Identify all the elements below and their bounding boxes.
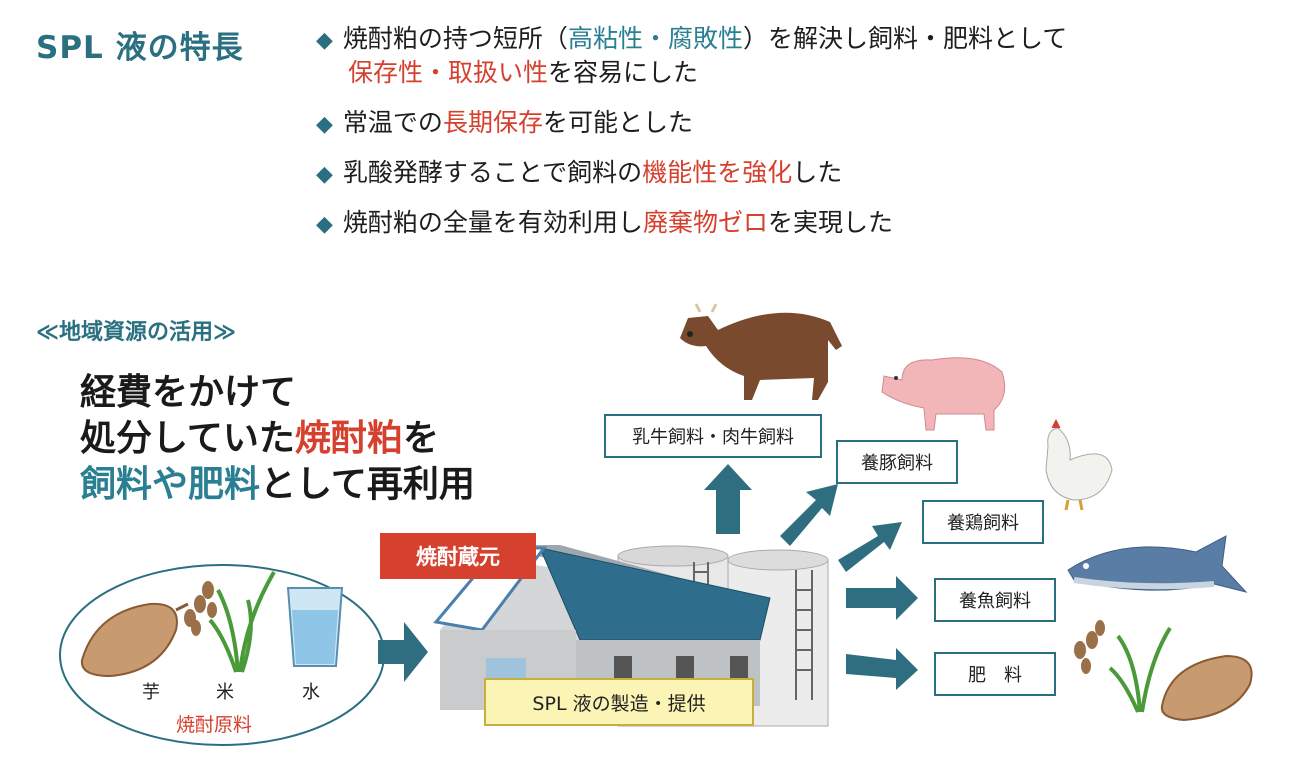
feature-text: ）を解決し飼料・肥料として xyxy=(742,24,1068,53)
statement-highlight: 飼料や肥料 xyxy=(80,464,261,505)
feature-item: 保存性・取扱い性を容易にした xyxy=(348,56,698,90)
page-title: SPL 液の特長 xyxy=(36,30,244,66)
output-box-pig: 養豚飼料 xyxy=(836,440,958,484)
raw-materials-caption: 焼酎原料 xyxy=(176,714,253,736)
statement-line-1: 経費をかけて xyxy=(80,372,297,413)
output-box-fertilizer: 肥 料 xyxy=(934,652,1056,696)
pig-icon xyxy=(881,357,1006,431)
feature-text: 乳酸発酵することで飼料の xyxy=(342,158,643,187)
tuna-icon xyxy=(1067,535,1248,593)
water-glass-icon xyxy=(286,587,344,667)
ingredient-label-kome: 米 xyxy=(216,682,234,703)
chicken-icon xyxy=(1045,418,1113,511)
ingredient-label-mizu: 水 xyxy=(302,682,320,703)
feature-text: した xyxy=(792,158,843,187)
output-arrows xyxy=(704,464,918,690)
arrow-icon xyxy=(780,484,838,546)
statement-text: 処分していた xyxy=(80,418,295,459)
cow-icon xyxy=(680,303,842,400)
feature-highlight: 保存性・取扱い性 xyxy=(348,58,549,87)
arrow-icon xyxy=(846,648,918,690)
diamond-bullet-icon: ◆ xyxy=(316,28,333,53)
feature-item: ◆ 乳酸発酵することで飼料の機能性を強化した xyxy=(316,156,842,192)
feature-text: 常温での xyxy=(342,108,443,137)
arrow-icon xyxy=(846,576,918,620)
feature-item: ◆ 焼酎粕の持つ短所（高粘性・腐敗性）を解決し飼料・肥料として xyxy=(316,22,1067,58)
diamond-bullet-icon: ◆ xyxy=(316,162,333,187)
output-box-chicken: 養鶏飼料 xyxy=(922,500,1044,544)
feature-highlight: 長期保存 xyxy=(442,108,543,137)
diamond-bullet-icon: ◆ xyxy=(316,112,333,137)
statement-line-2: 処分していた焼酎粕を xyxy=(80,416,439,462)
statement-line-3: 飼料や肥料として再利用 xyxy=(80,462,475,508)
feature-text: 焼酎粕の全量を有効利用し xyxy=(342,208,643,237)
feature-text: を可能とした xyxy=(542,108,693,137)
statement-highlight: 焼酎粕 xyxy=(294,418,403,459)
feature-item: ◆ 常温での長期保存を可能とした xyxy=(316,106,693,142)
ingredient-label-imo: 芋 xyxy=(142,682,160,703)
statement-text: として再利用 xyxy=(260,464,475,505)
feature-text: を実現した xyxy=(767,208,893,237)
arrow-icon xyxy=(378,622,428,682)
rice-grain-icon xyxy=(184,581,217,636)
feature-highlight: 廃棄物ゼロ xyxy=(642,208,768,237)
output-box-cattle: 乳牛飼料・肉牛飼料 xyxy=(604,414,822,458)
diamond-bullet-icon: ◆ xyxy=(316,212,333,237)
rice-plant-icon xyxy=(208,570,276,673)
brewery-label: 焼酎蔵元 xyxy=(380,533,536,579)
rice-plant-icon xyxy=(1074,620,1172,713)
sweet-potato-icon xyxy=(1160,654,1253,722)
feature-highlight: 高粘性・腐敗性 xyxy=(567,24,743,53)
section-subtitle: ≪地域資源の活用≫ xyxy=(36,320,237,345)
feature-item: ◆ 焼酎粕の全量を有効利用し廃棄物ゼロを実現した xyxy=(316,206,893,242)
feature-text: 焼酎粕の持つ短所（ xyxy=(342,24,568,53)
arrow-icon xyxy=(838,522,902,572)
feature-text: を容易にした xyxy=(548,58,699,87)
feature-highlight: 機能性を強化 xyxy=(642,158,793,187)
arrow-icon xyxy=(704,464,752,534)
sweet-potato-icon xyxy=(80,602,189,678)
output-box-fish: 養魚飼料 xyxy=(934,578,1056,622)
spl-production-label: SPL 液の製造・提供 xyxy=(484,678,754,726)
statement-text: を xyxy=(402,418,439,459)
